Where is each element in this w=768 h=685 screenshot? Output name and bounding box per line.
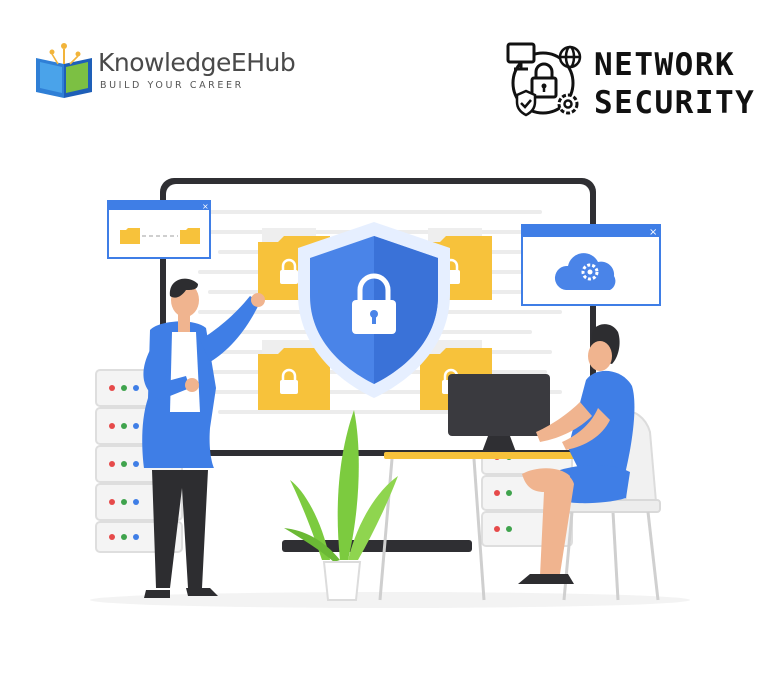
ground-shadow	[90, 592, 690, 608]
svg-text:×: ×	[649, 227, 657, 238]
plant	[284, 410, 398, 601]
man-figure	[142, 278, 265, 598]
woman-figure	[518, 324, 635, 584]
topic-title: NETWORK SECURITY	[594, 46, 756, 122]
security-shield-icon	[298, 222, 450, 398]
topic-line-2: SECURITY	[594, 85, 756, 121]
logo-book-icon	[36, 43, 92, 98]
brand-tagline: BUILD YOUR CAREER	[100, 80, 244, 91]
cloud-window: ×	[521, 224, 661, 306]
brand-name: KnowledgeEHub	[98, 48, 296, 77]
svg-text:×: ×	[202, 202, 209, 211]
cloud-gear-icon	[554, 253, 616, 290]
transfer-window: ×	[107, 200, 211, 259]
desk-monitor	[448, 374, 550, 452]
brand-logo: KnowledgeEHub BUILD YOUR CAREER	[34, 40, 296, 102]
topic-line-1: NETWORK	[594, 47, 736, 83]
folder-lock-icon	[258, 340, 330, 410]
